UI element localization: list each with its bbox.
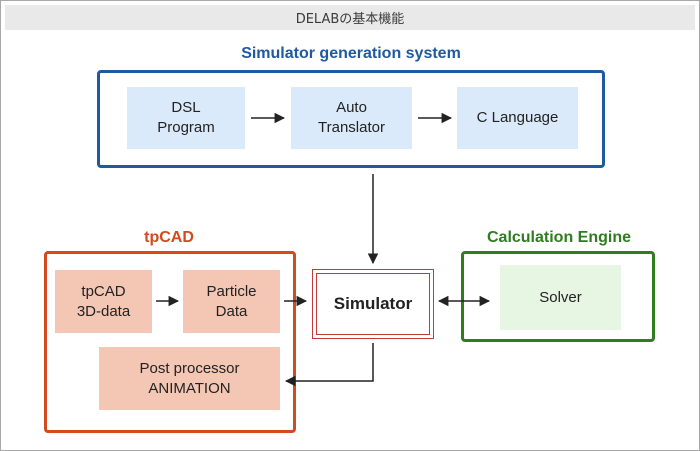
edge-simulator-to-post-processor [284, 343, 374, 387]
simgen-group [97, 70, 605, 168]
engine-title: Calculation Engine [486, 229, 631, 246]
tpcad-group [44, 251, 296, 433]
dsl-node: DSL Program [127, 87, 245, 149]
solver-node: Solver [500, 265, 621, 330]
diagram-header: DELABの基本機能 [5, 5, 695, 30]
simulator-label: Simulator [316, 273, 430, 335]
tpcad-title: tpCAD [144, 229, 194, 246]
auto-translator-node: Auto Translator [291, 87, 412, 149]
simulator-node: Simulator [312, 269, 434, 339]
c-language-node: C Language [457, 87, 578, 149]
tpcad-3d-node: tpCAD 3D-data [55, 270, 152, 333]
simgen-title: Simulator generation system [241, 45, 461, 62]
particle-data-node: Particle Data [183, 270, 280, 333]
post-processor-node: Post processor ANIMATION [99, 347, 280, 410]
